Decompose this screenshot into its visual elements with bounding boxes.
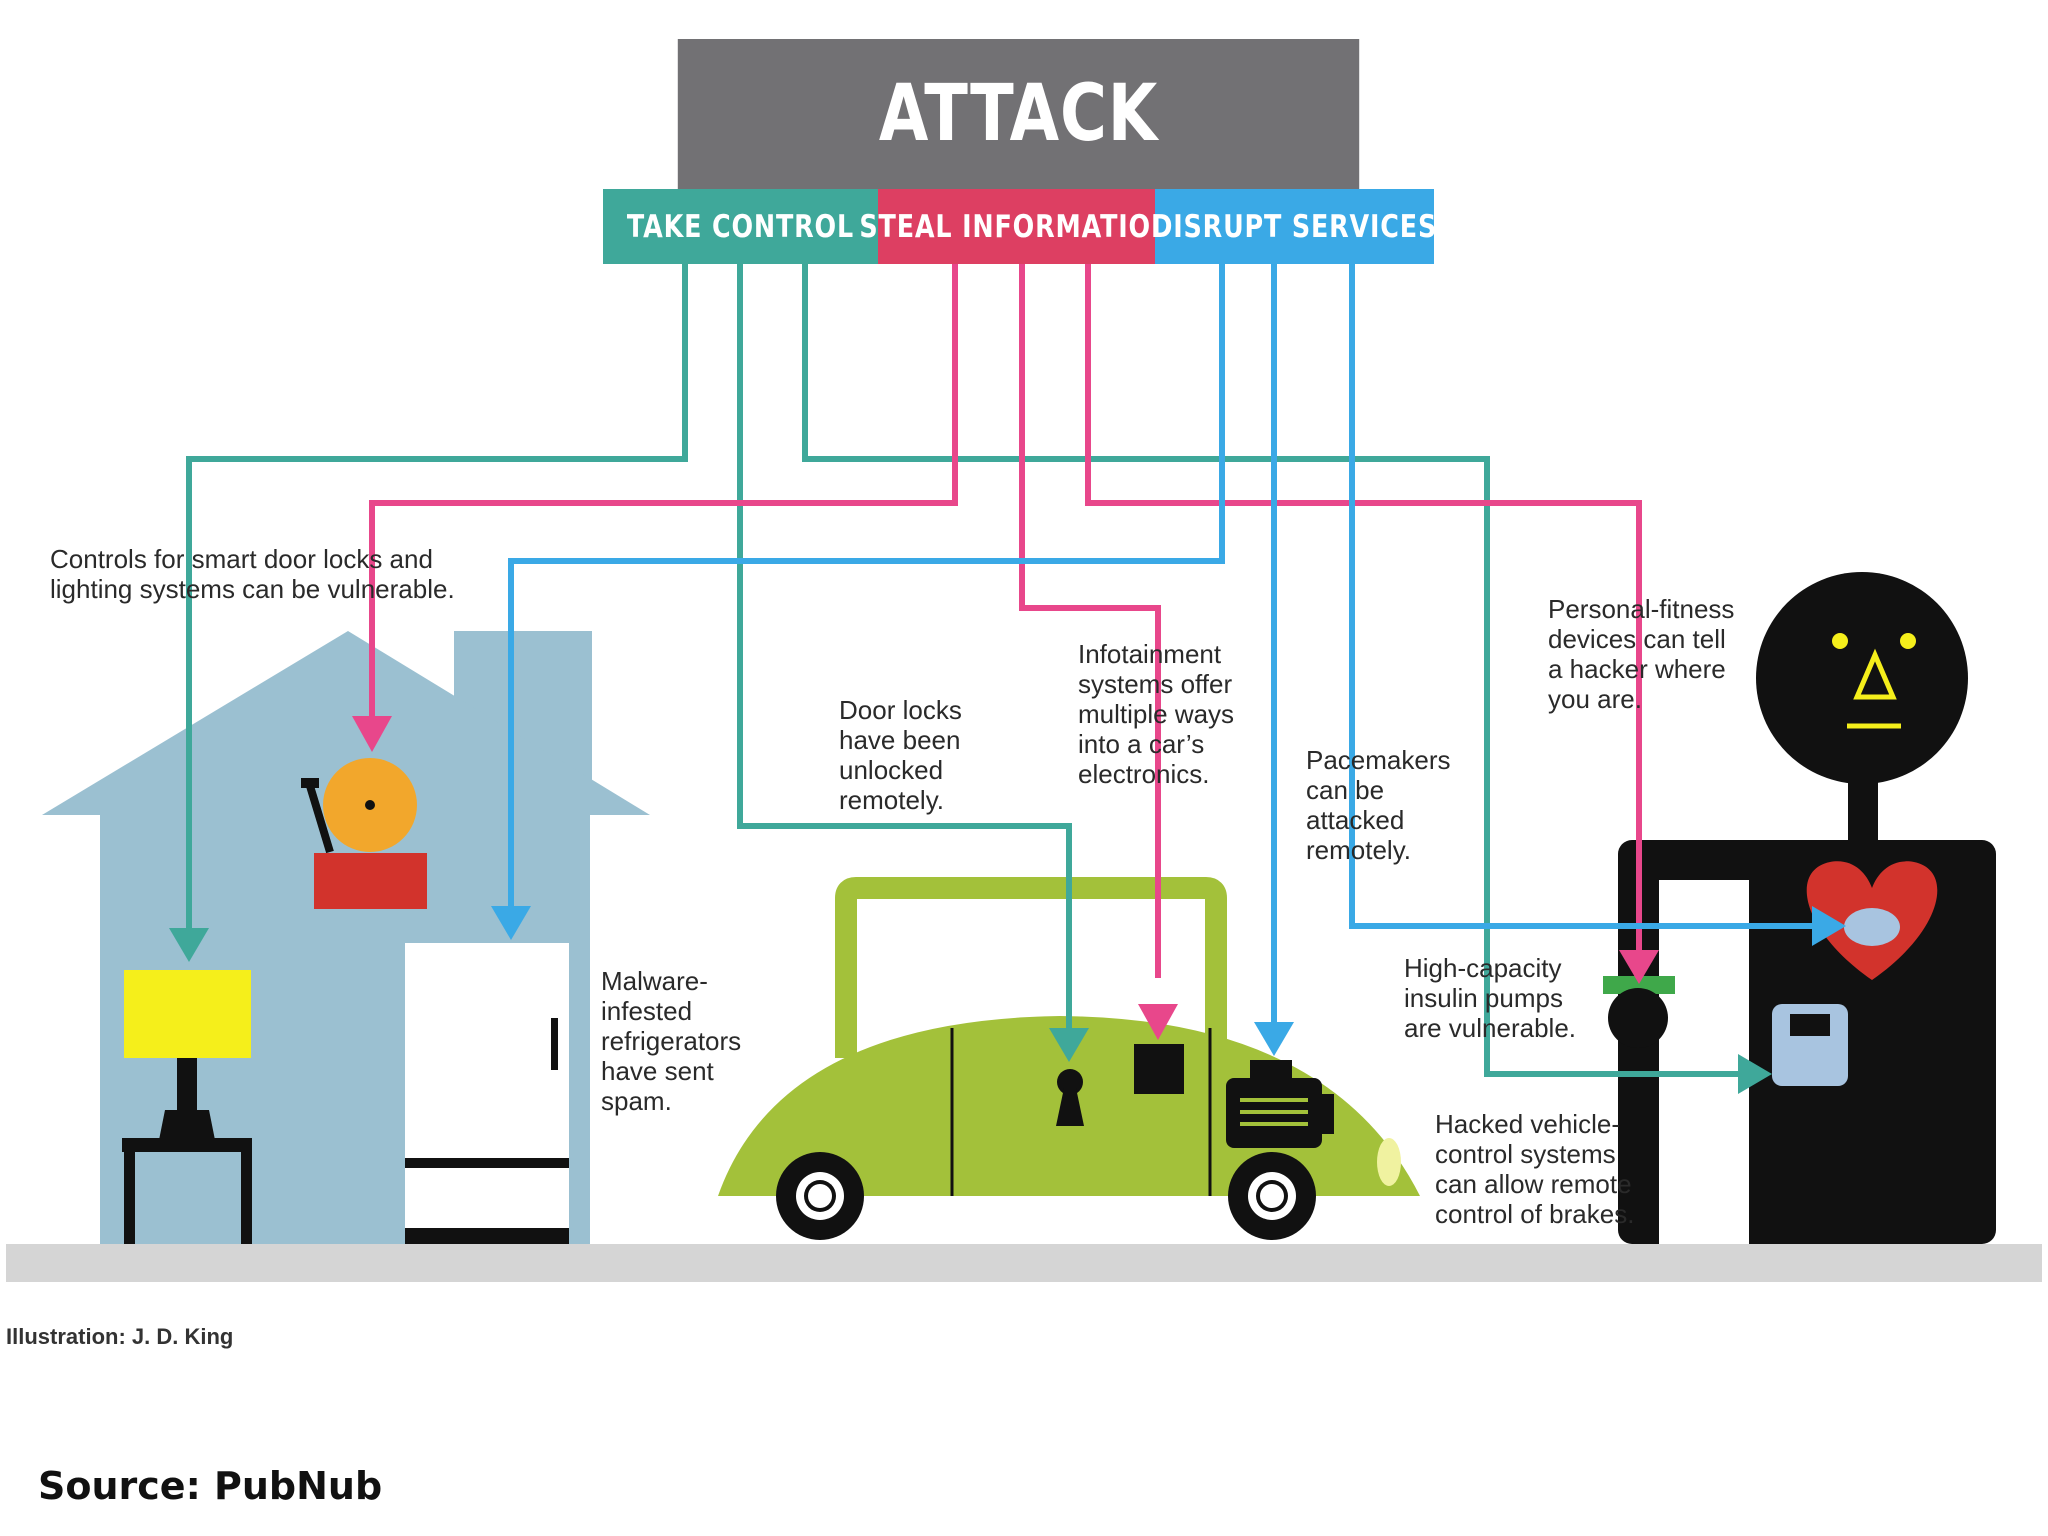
car-illustration	[718, 877, 1420, 1240]
wheel-rear	[1228, 1152, 1316, 1240]
line-disrupt-pacemaker	[1349, 264, 1816, 929]
arrowhead-fridge	[491, 906, 531, 940]
arrowhead-infotainment	[1138, 1004, 1178, 1040]
attack-title: ATTACK	[677, 39, 1360, 189]
category-steal-information: STEAL INFORMATION	[860, 189, 1173, 264]
arrowhead-insulin	[1738, 1054, 1772, 1094]
eye-left	[1832, 633, 1848, 649]
arrowhead-lighting	[169, 928, 209, 962]
caption-pacemakers: Pacemakers can be attacked remotely.	[1306, 745, 1451, 865]
category-disrupt-services: DISRUPT SERVICES	[1152, 189, 1437, 264]
caption-insulin: High-capacity insulin pumps are vulnerab…	[1404, 953, 1576, 1043]
house-illustration	[42, 631, 650, 1244]
refrigerator	[405, 943, 569, 1244]
line-take-control-insulin	[802, 264, 1740, 1077]
line-steal-info-infotainment	[1019, 264, 1161, 978]
caption-door-locks: Door locks have been unlocked remotely.	[839, 695, 962, 815]
keyhole-icon	[1056, 1069, 1084, 1126]
line-steal-info-smartlock	[369, 264, 958, 720]
arrowhead-vehicle	[1254, 1022, 1294, 1056]
arrowhead-doorlock	[1049, 1028, 1089, 1062]
arrowhead-smartlock	[352, 716, 392, 752]
pacemaker-icon	[1844, 908, 1900, 946]
line-take-control-lighting	[186, 264, 688, 930]
eye-right	[1900, 633, 1916, 649]
caption-fitness: Personal-fitness devices can tell a hack…	[1548, 594, 1735, 714]
line-disrupt-fridge	[508, 264, 1225, 908]
line-take-control-doorlock	[737, 264, 1072, 1030]
arrowhead-fitness	[1619, 950, 1659, 984]
line-steal-info-fitness	[1085, 264, 1642, 950]
smart-home-device	[301, 758, 427, 909]
fitness-band-icon	[1603, 976, 1675, 994]
smart-lamp	[122, 970, 252, 1244]
hand	[1608, 988, 1668, 1048]
category-take-control-label: TAKE CONTROL	[626, 208, 855, 245]
engine-icon	[1226, 1060, 1334, 1148]
caption-infotainment: Infotainment systems offer multiple ways…	[1078, 639, 1235, 789]
illustration-credit: Illustration: J. D. King	[6, 1324, 234, 1349]
caption-smart-home: Controls for smart door locks and lighti…	[50, 544, 455, 604]
category-steal-information-label: STEAL INFORMATION	[859, 208, 1174, 245]
person-illustration	[1603, 572, 1996, 1244]
infotainment-chip	[1134, 1044, 1184, 1094]
caption-fridge: Malware- infested refrigerators have sen…	[601, 966, 742, 1116]
wheel-front	[776, 1152, 864, 1240]
ground-strip	[6, 1244, 2042, 1282]
category-take-control: TAKE CONTROL	[603, 189, 878, 264]
category-disrupt-services-label: DISRUPT SERVICES	[1151, 208, 1438, 245]
arrowhead-pacemaker	[1812, 906, 1846, 946]
caption-vehicle: Hacked vehicle- control systems can allo…	[1435, 1109, 1635, 1229]
source-label: Source: PubNub	[38, 1464, 383, 1508]
